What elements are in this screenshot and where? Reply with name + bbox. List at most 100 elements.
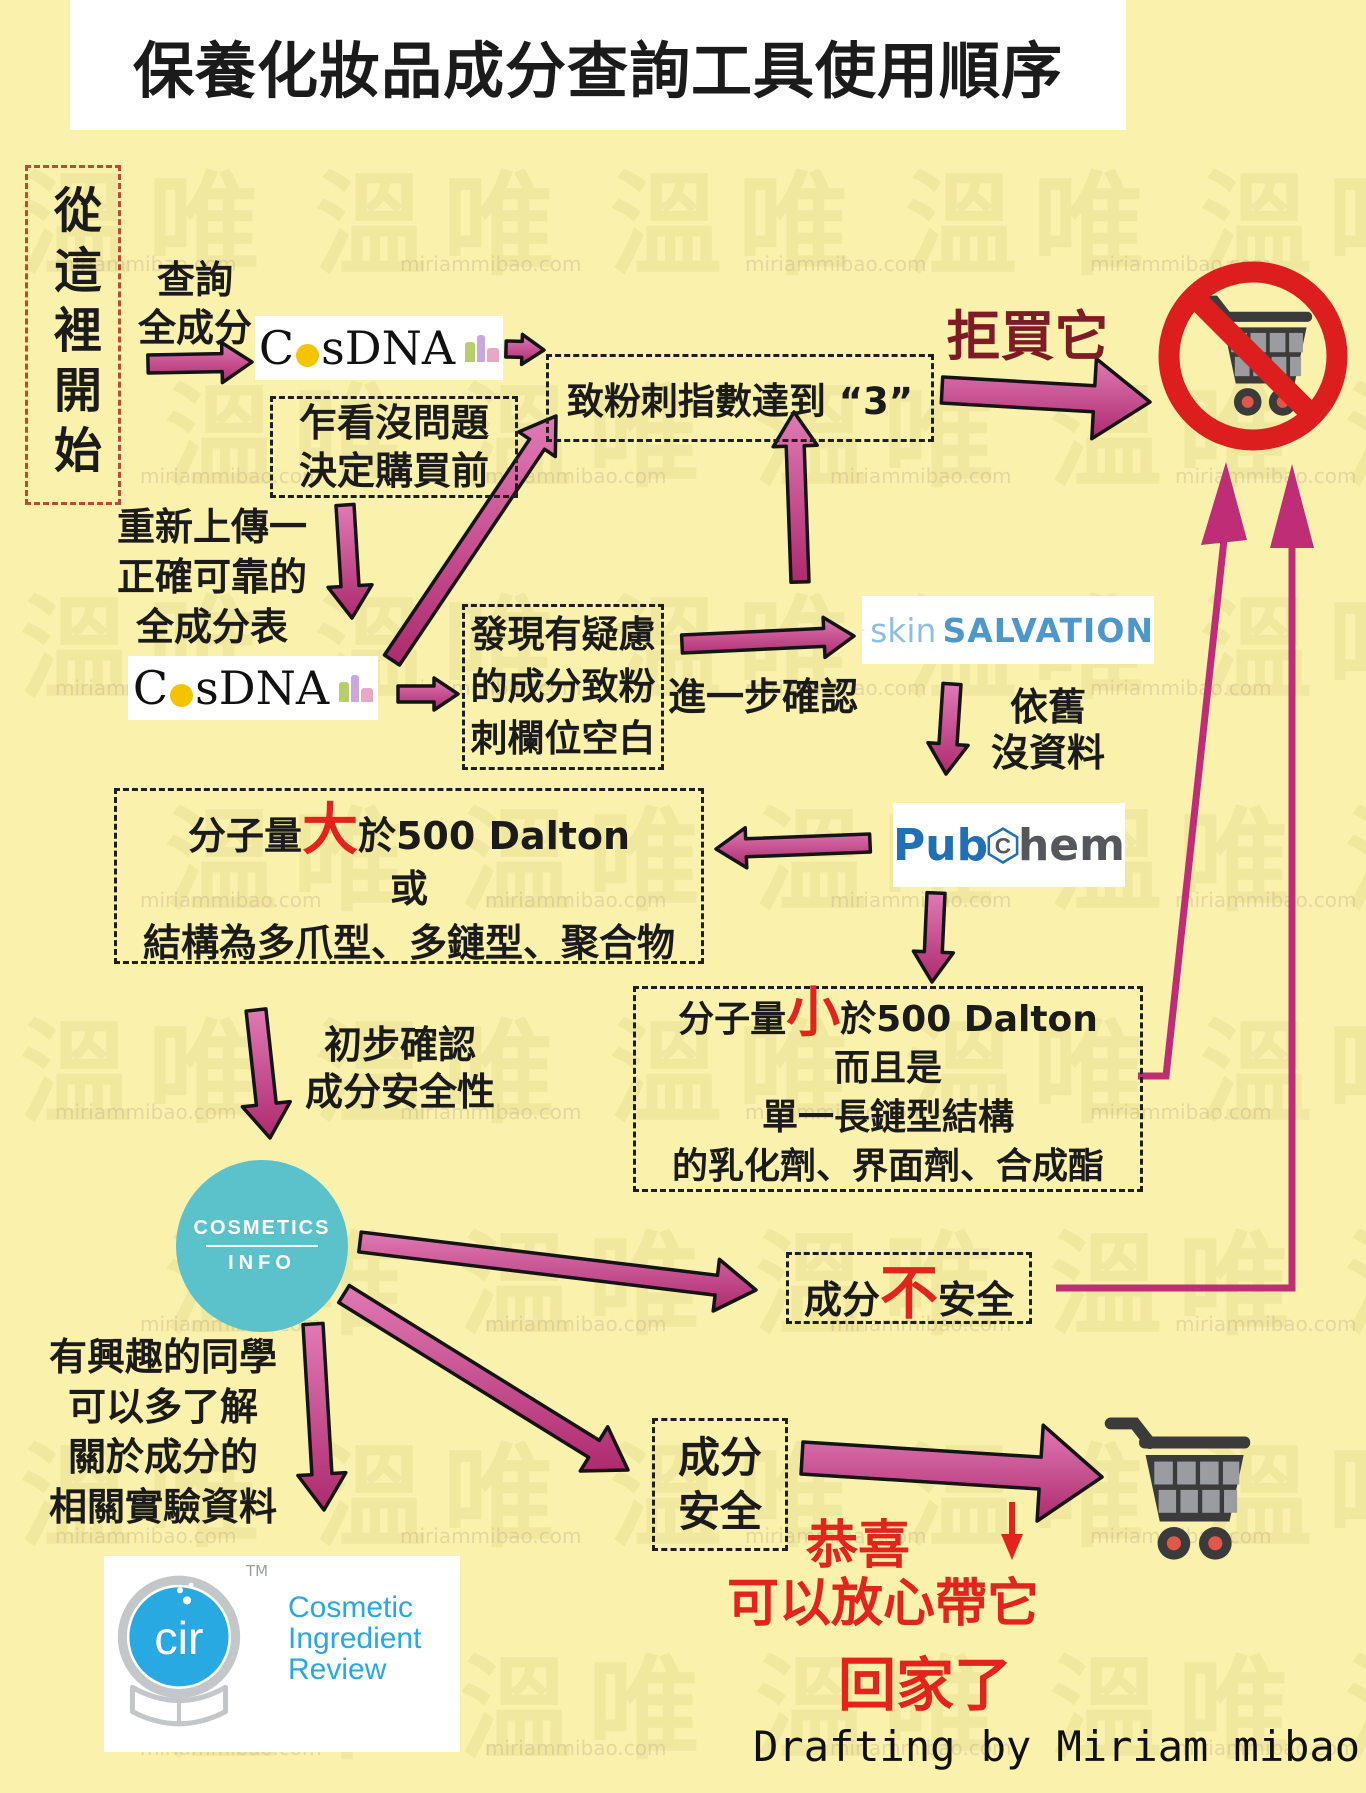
arrow-skinsalvation-to-pubchem [926,681,970,776]
still-no-data-label: 依舊 沒資料 [978,684,1118,776]
initial-check-label: 初步確認 成分安全性 [300,1022,500,1116]
start-box: 從這裡開始 [25,165,121,505]
firstlook-box: 乍看沒問題 決定購買前 [270,396,518,498]
small-molecule-box: 分子量小於500 Dalton 而且是 單一長鏈型結構 的乳化劑、界面劑、合成酯 [633,980,1143,1192]
small-molecule-red-char: 小 [786,980,841,1044]
swallow-icon [862,629,864,631]
small-molecule-line1: 分子量小於500 Dalton [678,980,1098,1044]
small-molecule-text: 分子量 [678,998,787,1040]
pubchem-c-text: C [995,833,1011,858]
arrow-cosdna2-to-acne-box [382,414,558,667]
unsafe-text: 成分 [803,1278,880,1322]
arrow-cosmeticsinfo-to-cir [296,1321,348,1512]
cosmeticsinfo-divider [206,1245,318,1247]
cir-name-line: Cosmetic [288,1591,414,1624]
initial-check-line: 初步確認 [323,1023,476,1067]
arrow-doubt-to-skinsalvation [679,615,856,660]
title-banner: 保養化妝品成分查詢工具使用順序 [70,0,1126,130]
pubchem-hexagon-icon: C [987,827,1019,865]
large-molecule-red-char: 大 [301,798,358,863]
safe-box: 成分 安全 [652,1418,788,1551]
query-label: 查詢 全成分 [124,256,266,352]
shopping-cart-icon [1104,1417,1251,1560]
query-line: 查詢 [156,258,233,302]
cosmeticsinfo-logo: COSMETICS INFO [176,1160,348,1332]
cosdna-bottles-icon [339,674,374,702]
reject-label: 拒買它 [946,304,1109,368]
large-molecule-or: 或 [389,867,428,911]
large-molecule-text: 於500 Dalton [357,814,631,858]
reupload-line: 全成分表 [135,605,288,649]
small-molecule-line: 而且是 [833,1047,942,1089]
cosdna-text: sDNA [195,661,330,715]
cosdna-o-icon [296,343,320,367]
congrats-down-arrow-icon [1001,1502,1023,1560]
ban-circle-icon [1158,261,1348,451]
acne-index-box: 致粉刺指數達到 “3” [546,354,934,442]
interest-line: 可以多了解 [67,1385,258,1429]
arrow-cosdna-to-acne-box [504,332,546,367]
arrow-cosmeticsinfo-to-unsafe [357,1230,758,1313]
skinsalvation-logo: skin SALVATION [862,596,1154,664]
cir-name-line: Review [288,1653,387,1686]
arrow-small-box-to-ban [1138,462,1247,1080]
reupload-label: 重新上傳一 正確可靠的 全成分表 [90,502,334,652]
cosdna-bottles-icon [465,334,500,362]
safe-line: 安全 [677,1486,762,1536]
cosdna-text: sDNA [321,321,456,375]
arrow-large-box-to-cosmeticsinfo [240,1007,292,1140]
interest-line: 關於成分的 [67,1435,258,1479]
congrats-label: 恭喜 [805,1515,910,1576]
interest-label: 有興趣的同學 可以多了解 關於成分的 相關實驗資料 [36,1332,290,1532]
small-molecule-line: 的乳化劑、界面劑、合成酯 [671,1145,1104,1187]
takehome-label: 可以放心帶它 [726,1573,1039,1634]
cosdna-logo: C sDNA [128,656,378,720]
arrow-safe-to-cart [799,1423,1104,1523]
cir-logo: cir TM Cosmetic Ingredient Review [104,1556,460,1752]
large-molecule-box: 分子量大於500 Dalton 或 結構為多爪型、多鏈型、聚合物 [114,785,704,965]
large-molecule-line1: 分子量大於500 Dalton [188,785,630,866]
skinsalvation-text: skin [870,610,937,650]
small-molecule-line: 單一長鏈型結構 [761,1096,1014,1138]
gohome-label: 回家了 [837,1651,1012,1719]
pubchem-text: Pub [893,819,989,871]
doubt-box: 發現有疑慮 的成分致粉 刺欄位空白 [462,604,664,770]
cir-emblem-icon: cir [117,1575,241,1727]
cosmeticsinfo-text: INFO [228,1252,296,1274]
cir-name: Cosmetic Ingredient Review [288,1592,421,1685]
still-no-data-line: 依舊 [1009,685,1086,729]
firstlook-line: 決定購買前 [298,449,489,493]
no-buy-cart-icon [1158,261,1348,451]
small-molecule-text: 於500 Dalton [840,998,1098,1040]
ban-slash-icon [1187,290,1319,422]
unsafe-box: 成分不安全 [786,1252,1032,1327]
cosdna-o-icon [170,683,194,707]
cosdna-text: C [132,661,169,715]
doubt-line: 發現有疑慮 [470,613,656,656]
still-no-data-line: 沒資料 [990,731,1105,775]
cosdna-text: C [258,321,295,375]
arrow-skinsalvation-to-acne-box [771,410,819,585]
pubchem-text: hem [1017,819,1125,871]
cir-tm-text: TM [246,1562,269,1580]
arrow-pubchem-to-small-box [911,890,956,984]
reupload-line: 重新上傳一 [116,505,307,549]
cir-name-line: Ingredient [288,1622,422,1655]
cir-abbr-text: cir [154,1612,203,1664]
unsafe-text: 安全 [938,1278,1015,1322]
cosdna-logo: C sDNA [255,316,503,380]
acne-index-label: 致粉刺指數達到 “3” [566,380,914,423]
arrow-query-to-cosdna [146,340,254,385]
arrow-firstlook-down [326,502,374,620]
arrow-unsafe-to-ban [1056,464,1314,1292]
interest-line: 相關實驗資料 [48,1485,277,1529]
cosmeticsinfo-text: COSMETICS [193,1217,331,1239]
large-molecule-line3: 結構為多爪型、多鏈型、聚合物 [142,921,675,965]
credit-label: Drafting by Miriam mibao [753,1722,1360,1771]
skinsalvation-text: SALVATION [942,610,1154,650]
page-title: 保養化妝品成分查詢工具使用順序 [132,35,1063,107]
reupload-line: 正確可靠的 [116,555,307,599]
arrow-cosmeticsinfo-to-safe [336,1283,630,1473]
